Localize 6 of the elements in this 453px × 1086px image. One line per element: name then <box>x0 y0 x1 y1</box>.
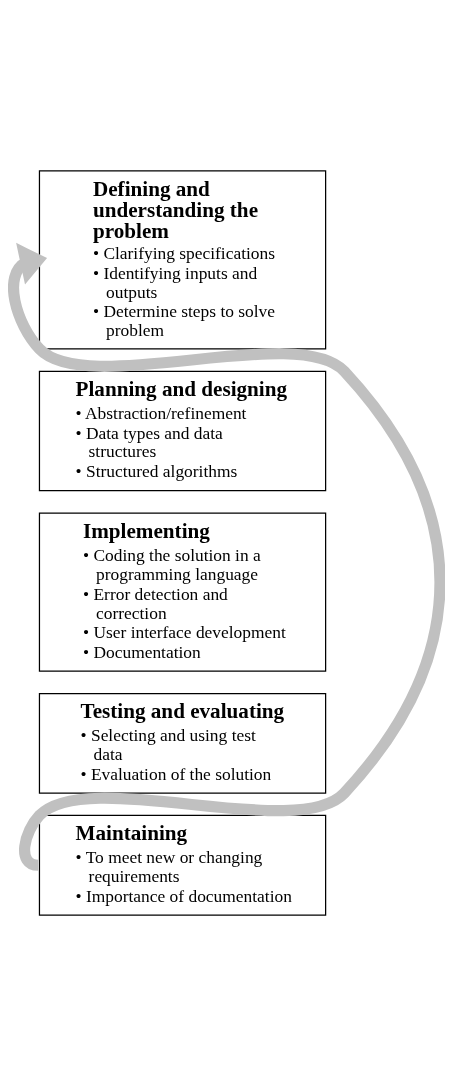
node-box: Defining and understanding the problem • Clarifying specifications • Identifying inputs and outputs • Determine steps to solve problem <box>38 170 327 350</box>
node-box: Implementing • Coding the solution in a programming language • Error detection and correction • User interface development • Documentation <box>38 512 327 672</box>
node-box: Testing and evaluating • Selecting and using test data • Evaluation of the solution <box>38 692 327 794</box>
node-box: Maintaining • To meet new or changing requirements • Importance of documentation <box>38 814 327 916</box>
arrow <box>8 242 445 871</box>
node-box: Planning and designing • Abstraction/refinement • Data types and data structures • Structured algorithms <box>38 370 327 492</box>
